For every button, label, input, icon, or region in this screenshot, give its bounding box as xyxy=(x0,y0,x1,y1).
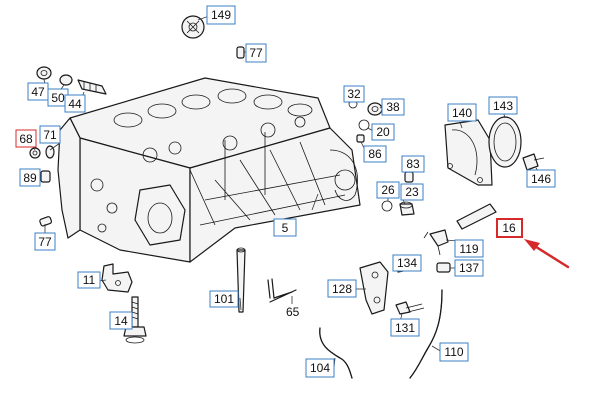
callout-131[interactable]: 131 xyxy=(390,318,420,337)
callout-143-text: 143 xyxy=(493,99,513,113)
part-38-plug[interactable] xyxy=(367,102,383,116)
callout-104[interactable]: 104 xyxy=(305,358,335,378)
callout-143[interactable]: 143 xyxy=(488,96,518,115)
part-47-plug[interactable] xyxy=(36,66,52,80)
part-131-bolt[interactable] xyxy=(395,301,425,315)
callout-149[interactable]: 149 xyxy=(206,5,236,25)
callout-86-text: 86 xyxy=(368,147,382,161)
callout-71[interactable]: 71 xyxy=(39,125,61,144)
callout-110-text: 110 xyxy=(444,345,463,359)
callout-110[interactable]: 110 xyxy=(439,342,469,362)
callout-65-plain: 65 xyxy=(286,305,300,319)
callout-16-highlighted[interactable]: 16 xyxy=(496,218,523,238)
callout-20-text: 20 xyxy=(376,125,390,139)
callout-50-text: 50 xyxy=(51,91,65,105)
callout-101-text: 101 xyxy=(214,292,234,306)
callout-149-text: 149 xyxy=(211,8,231,22)
part-23-bush[interactable] xyxy=(399,201,415,216)
part-11-bracket[interactable] xyxy=(101,263,133,293)
callout-134-text: 134 xyxy=(397,256,417,270)
callout-101[interactable]: 101 xyxy=(209,290,239,308)
callout-128[interactable]: 128 xyxy=(327,279,357,298)
callout-23-text: 23 xyxy=(405,185,419,199)
part-26-ring[interactable] xyxy=(381,200,393,212)
part-140-rear-cover[interactable] xyxy=(444,119,493,186)
part-16-tube[interactable] xyxy=(456,203,497,230)
part-77-dowel-top[interactable] xyxy=(236,46,245,59)
part-149-cap[interactable] xyxy=(181,15,205,39)
callout-77-bottom-text: 77 xyxy=(38,235,52,249)
engine-block[interactable] xyxy=(57,77,361,263)
callout-47[interactable]: 47 xyxy=(27,82,49,101)
callout-23[interactable]: 23 xyxy=(400,183,424,201)
callout-38-text: 38 xyxy=(386,100,400,114)
part-83-pin[interactable] xyxy=(404,171,414,183)
callout-131-text: 131 xyxy=(395,321,415,335)
callout-140[interactable]: 140 xyxy=(447,103,477,122)
callout-47-text: 47 xyxy=(31,85,45,99)
callout-146-text: 146 xyxy=(531,172,551,186)
callout-50[interactable]: 50 xyxy=(47,88,69,107)
part-137-ring[interactable] xyxy=(436,262,451,273)
callout-32-text: 32 xyxy=(347,87,361,101)
callout-65-text: 65 xyxy=(286,305,300,319)
callout-11-text: 11 xyxy=(83,273,96,287)
callout-68[interactable]: 68 xyxy=(15,129,37,148)
callout-14[interactable]: 14 xyxy=(109,311,133,330)
callout-14-text: 14 xyxy=(114,314,128,328)
part-77-dowel-bottom[interactable] xyxy=(39,216,53,227)
part-50-seal[interactable] xyxy=(59,74,73,86)
highlight-arrow xyxy=(524,239,570,269)
callout-32[interactable]: 32 xyxy=(343,85,365,103)
callout-77-bottom[interactable]: 77 xyxy=(34,232,56,251)
callout-16-text: 16 xyxy=(502,221,516,235)
callout-83-text: 83 xyxy=(406,157,420,171)
callout-5[interactable]: 5 xyxy=(273,218,297,237)
callout-140-text: 140 xyxy=(452,106,472,120)
callout-89-text: 89 xyxy=(23,171,37,185)
part-128-bracket[interactable] xyxy=(359,261,389,315)
callout-137-text: 137 xyxy=(459,261,479,275)
part-44-sensor[interactable] xyxy=(77,79,107,95)
part-104-hose[interactable] xyxy=(319,327,353,379)
part-119-fitting[interactable] xyxy=(423,229,449,256)
part-89-plug[interactable] xyxy=(40,170,51,183)
callout-77-top[interactable]: 77 xyxy=(245,43,267,63)
callout-89[interactable]: 89 xyxy=(19,168,41,187)
part-86-pin[interactable] xyxy=(356,134,365,143)
callout-146[interactable]: 146 xyxy=(526,169,556,188)
callout-20[interactable]: 20 xyxy=(371,123,395,141)
callout-104-text: 104 xyxy=(310,361,330,375)
callout-26-text: 26 xyxy=(381,183,395,197)
part-110-hose[interactable] xyxy=(409,289,443,379)
part-65-pipe[interactable] xyxy=(267,278,297,303)
callout-128-text: 128 xyxy=(332,282,352,296)
part-146-bolt[interactable] xyxy=(522,153,545,171)
callout-83[interactable]: 83 xyxy=(401,155,425,173)
callout-5-text: 5 xyxy=(282,221,289,235)
callout-44[interactable]: 44 xyxy=(64,94,86,113)
callout-77-top-text: 77 xyxy=(249,46,263,60)
callout-119-text: 119 xyxy=(459,242,478,256)
callout-137[interactable]: 137 xyxy=(454,259,484,277)
callout-26[interactable]: 26 xyxy=(376,181,400,199)
callout-11[interactable]: 11 xyxy=(77,271,101,289)
callout-86[interactable]: 86 xyxy=(363,145,387,163)
callout-119[interactable]: 119 xyxy=(454,239,484,258)
part-20-ring[interactable] xyxy=(358,119,370,131)
part-68-plug[interactable] xyxy=(29,147,41,159)
callout-71-text: 71 xyxy=(43,128,57,142)
part-143-seal-ring[interactable] xyxy=(488,116,522,168)
callout-44-text: 44 xyxy=(68,97,82,111)
callout-68-text: 68 xyxy=(19,132,33,146)
callout-134[interactable]: 134 xyxy=(392,254,422,272)
callout-38[interactable]: 38 xyxy=(381,98,405,116)
